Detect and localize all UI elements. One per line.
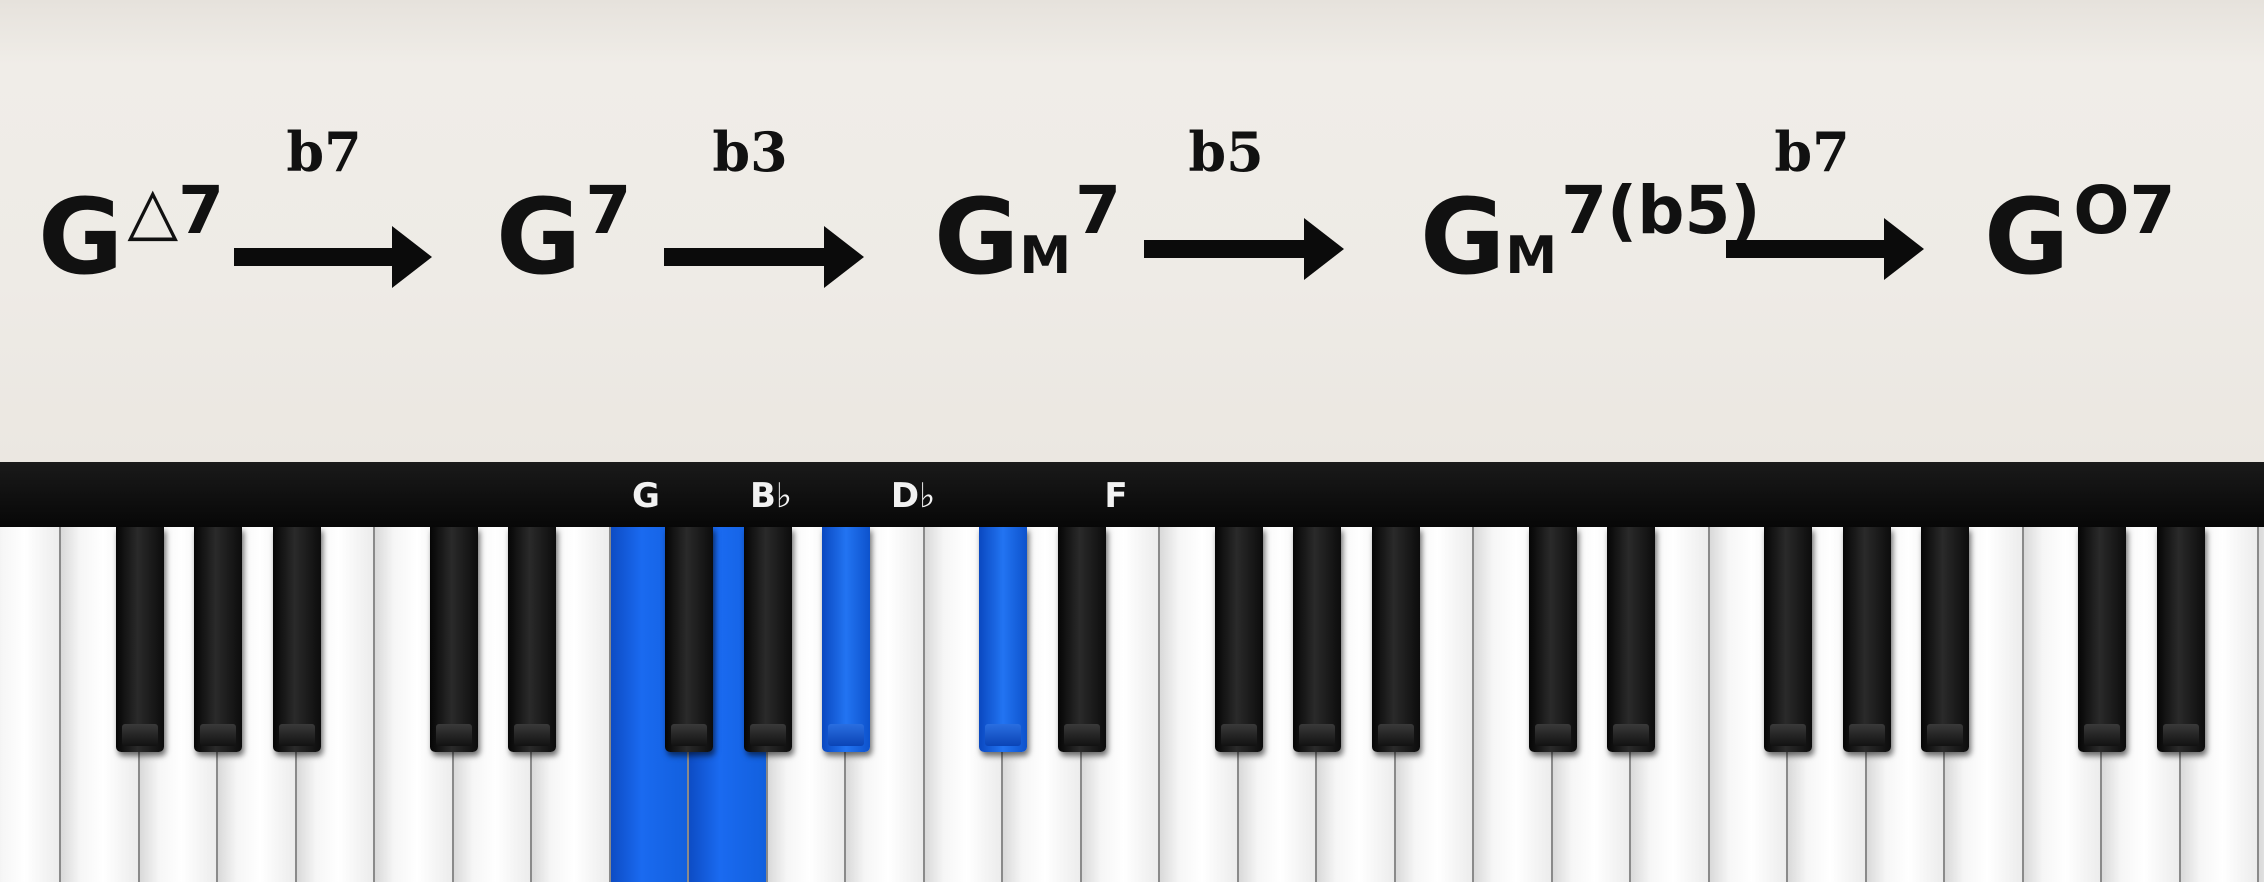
chord-quality: M	[1505, 226, 1558, 286]
black-key-bb[interactable]	[1921, 527, 1969, 752]
note-label-bb: B♭	[750, 476, 792, 516]
black-key-ab[interactable]	[1842, 527, 1891, 752]
chord-quality: M	[1019, 226, 1072, 286]
chord-extension: 7(b5)	[1561, 172, 1761, 249]
chord-root: G	[1984, 176, 2070, 298]
black-key-eb[interactable]	[1057, 527, 1106, 752]
interval-label: b5	[1188, 120, 1264, 184]
note-label-db: D♭	[890, 476, 936, 516]
black-key-db[interactable]	[429, 527, 478, 752]
black-key-gb[interactable]	[115, 527, 164, 752]
black-key-bb[interactable]	[1371, 527, 1420, 752]
chord-progression-panel: G△7 b7 G7 b3 GM7 b5 GM7(b5) b7 GO7	[0, 0, 2264, 462]
chord-gm7b5: GM7(b5)	[1420, 172, 1761, 325]
chord-extension: O7	[2073, 172, 2176, 249]
piano-keyboard	[0, 527, 2264, 882]
chord-extension: 7	[1075, 172, 1122, 249]
note-label-g: G	[632, 476, 660, 516]
black-key-gb[interactable]	[665, 527, 713, 752]
chord-root: G	[1420, 176, 1506, 298]
chord-root: G	[496, 176, 582, 298]
chord-gdim7: GO7	[1984, 172, 2175, 325]
right-arrow-icon	[1144, 218, 1344, 280]
chord-gm7: GM7	[934, 172, 1121, 325]
chord-gmaj7: G△7	[38, 172, 224, 325]
black-key-db[interactable]	[1528, 527, 1577, 752]
black-key-ab[interactable]	[1293, 527, 1341, 752]
chord-extension: △7	[127, 172, 225, 249]
black-key-gb[interactable]	[1764, 527, 1812, 752]
interval-label: b7	[1774, 120, 1850, 184]
interval-label: b7	[286, 120, 362, 184]
black-key-db[interactable]	[979, 527, 1027, 752]
black-key-eb[interactable]	[2156, 527, 2205, 752]
chord-root: G	[38, 176, 124, 298]
black-key-gb[interactable]	[1214, 527, 1263, 752]
right-arrow-icon	[1726, 218, 1924, 280]
black-key-ab[interactable]	[194, 527, 242, 752]
chord-extension: 7	[585, 172, 632, 249]
black-key-eb[interactable]	[508, 527, 556, 752]
note-label-f: F	[1104, 476, 1128, 516]
right-arrow-icon	[664, 226, 864, 288]
black-key-bb[interactable]	[822, 527, 870, 752]
black-key-ab[interactable]	[743, 527, 792, 752]
interval-label: b3	[712, 120, 788, 184]
white-key-f[interactable]	[2259, 527, 2264, 882]
chord-root: G	[934, 176, 1020, 298]
white-key-e[interactable]	[0, 527, 61, 882]
right-arrow-icon	[234, 226, 432, 288]
black-key-db[interactable]	[2078, 527, 2126, 752]
black-key-bb[interactable]	[272, 527, 321, 752]
chord-g7: G7	[496, 172, 631, 325]
black-key-eb[interactable]	[1607, 527, 1655, 752]
note-label-bar: G B♭ D♭ F	[0, 462, 2264, 527]
